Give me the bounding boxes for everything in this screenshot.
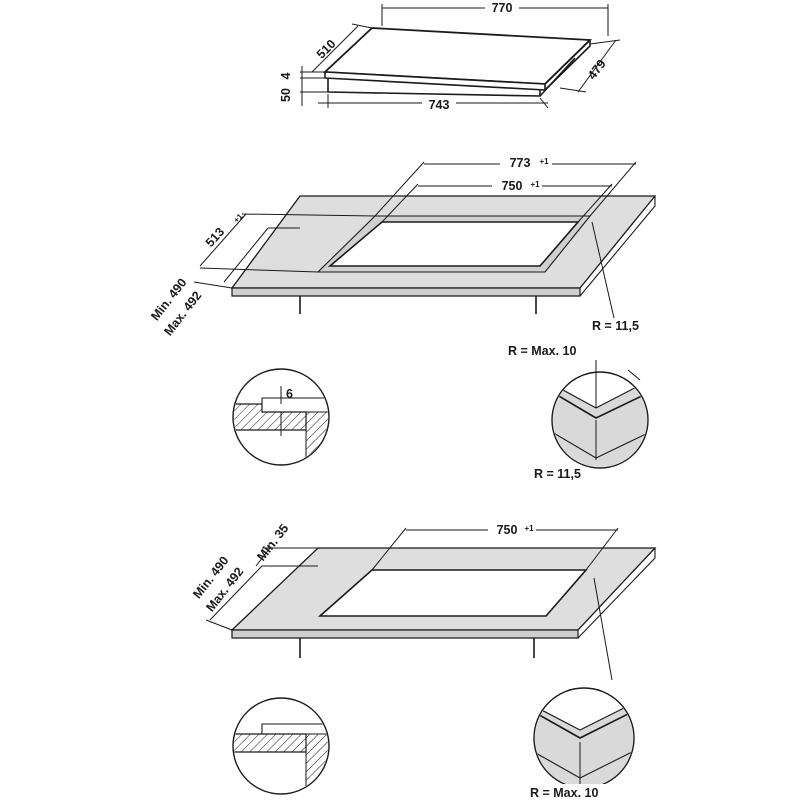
dim-ext-750a-r xyxy=(577,183,613,223)
detail-2-left-side xyxy=(305,733,328,793)
dim-label-513: 513 xyxy=(203,225,227,250)
hob-drawing: 770 510 50 4 743 479 xyxy=(279,0,621,112)
dim-line-490b xyxy=(209,565,263,621)
dim-ext-490b-b xyxy=(205,619,233,631)
dim-line-513 xyxy=(199,213,247,267)
label-r115-bottom: R = 11,5 xyxy=(534,467,581,481)
dim-label-773: 773 xyxy=(510,156,531,170)
dim-ext-743-r xyxy=(539,97,549,109)
dim-ext-513-b xyxy=(199,267,319,273)
hob-bottom-box-right xyxy=(539,57,576,97)
detail-2-left-hob-edge xyxy=(261,723,328,734)
dim-bg-743 xyxy=(422,97,456,111)
dim-ext-773-l xyxy=(374,161,425,217)
dim-label-50: 50 xyxy=(279,88,293,102)
dim-bg-750b xyxy=(488,522,536,537)
dim-label-4: 4 xyxy=(279,72,293,79)
dim-tol-513: +1 xyxy=(232,212,245,225)
label-r115-top: R = 11,5 xyxy=(592,319,639,333)
label-bg-rmax10-2 xyxy=(526,784,620,800)
leader-r115 xyxy=(591,221,615,319)
label-rmax10-1: R = Max. 10 xyxy=(508,344,576,358)
dim-ext-750a-l xyxy=(381,183,419,223)
dim-line-490 xyxy=(223,227,269,283)
dim-label-743: 743 xyxy=(429,98,450,112)
dim-ext-773-r xyxy=(589,161,637,217)
detail-1-right-inner-edge xyxy=(553,391,647,419)
dim-line-479 xyxy=(577,39,617,93)
label-rmax10-2: R = Max. 10 xyxy=(530,786,598,800)
cutout-2-hole xyxy=(317,569,588,617)
countertop-2-right-edge xyxy=(577,548,656,639)
dim-ext-750b-l xyxy=(371,527,407,571)
dim-tol-773: +1 xyxy=(539,157,549,166)
dim-ext-490-b xyxy=(193,281,233,289)
dim-label-750b: 750 xyxy=(497,523,518,537)
cutout-2-drawing: 750 +1 Min. 490 Max. 492 Min. 35 xyxy=(190,521,657,681)
detail-1-left-side xyxy=(305,411,328,464)
dim-bg-770 xyxy=(485,0,519,14)
dim-bg-773 xyxy=(500,155,552,170)
dim-tol-750a: +1 xyxy=(530,180,540,189)
dim-ext-750b-r xyxy=(585,527,619,571)
hob-right-edge xyxy=(544,39,591,91)
detail-2-left xyxy=(232,697,330,795)
dim-label-510: 510 xyxy=(314,37,339,62)
detail-2-right: R = Max. 10 xyxy=(526,687,635,800)
dim-ext-479-t xyxy=(589,39,621,45)
cutout-1-drawing: 773 +1 750 +1 513 +1 Min. 490 Max. 492 R… xyxy=(148,155,657,338)
dim-label-750a: 750 xyxy=(502,179,523,193)
detail-1-left-hob-edge xyxy=(261,397,328,404)
dim-label-770: 770 xyxy=(492,1,513,15)
detail-1-right: R = Max. 10 R = 11,5 xyxy=(508,344,649,481)
detail-2-right-inner-edge xyxy=(535,709,633,739)
cutout-1-hole xyxy=(327,221,580,267)
detail-1-left: 6 xyxy=(232,368,330,466)
leader-detail-2 xyxy=(593,577,613,681)
dim-line-35 xyxy=(255,547,271,567)
detail-2-left-section xyxy=(234,733,307,753)
dim-label-min-35: Min. 35 xyxy=(254,521,291,563)
dim-line-510 xyxy=(311,25,359,73)
countertop-2-edge xyxy=(231,629,579,639)
countertop-1-right-edge xyxy=(579,196,656,297)
dim-label-6: 6 xyxy=(286,387,293,401)
dim-tol-750b: +1 xyxy=(524,524,534,533)
dim-ext-479-b xyxy=(559,87,587,93)
hob-bottom-box xyxy=(327,78,541,97)
dim-ext-513-t xyxy=(241,213,376,217)
countertop-1-edge xyxy=(231,287,581,297)
leader-rmax10-tick xyxy=(627,369,641,381)
dim-bg-750a xyxy=(492,178,542,193)
dim-ext-510-t xyxy=(351,23,373,29)
